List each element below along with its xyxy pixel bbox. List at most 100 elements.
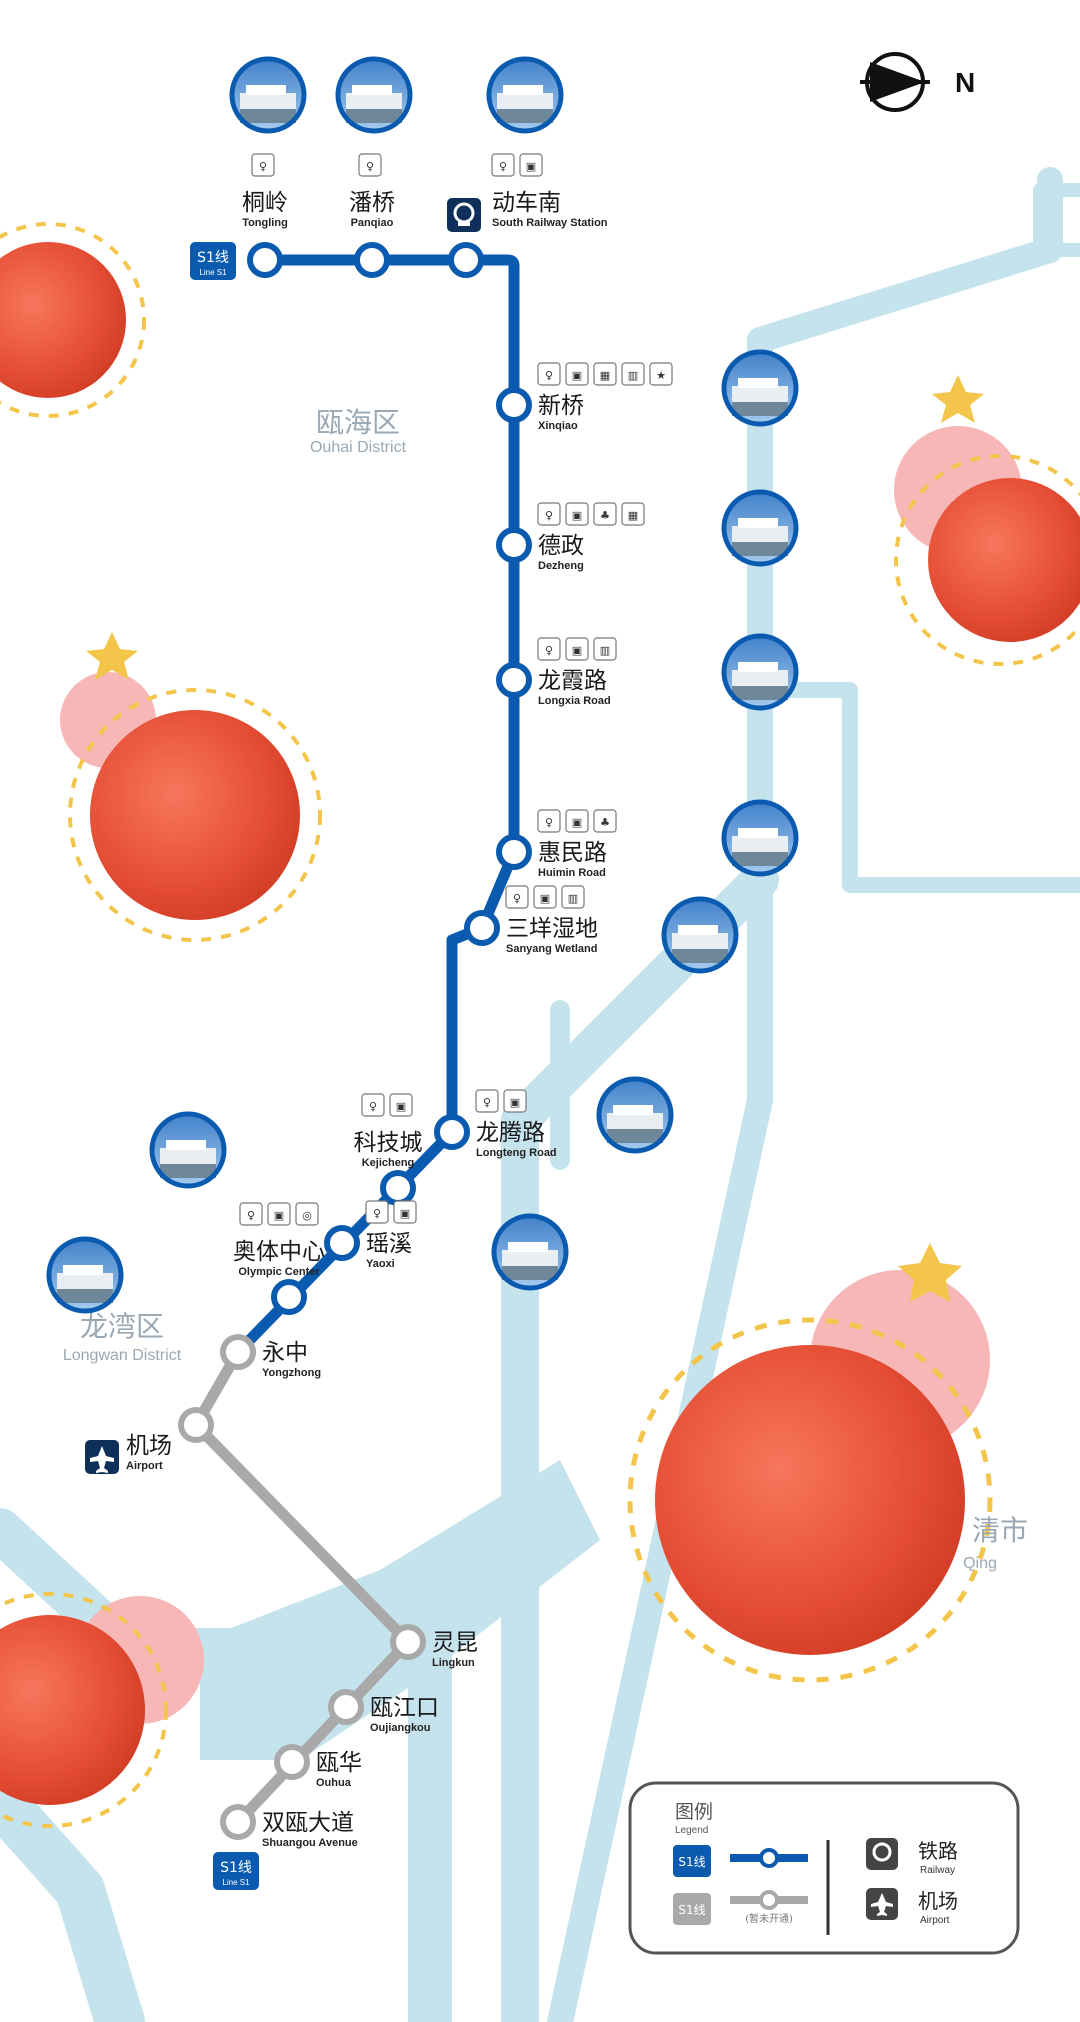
bus-icon: ▣ <box>565 809 589 833</box>
station-marker[interactable] <box>434 1114 470 1150</box>
svg-text:♀: ♀ <box>369 1100 377 1113</box>
district-qing-en: Qing <box>963 1555 997 1572</box>
station-name-zh: 动车南 <box>492 190 561 216</box>
station-name-zh: 龙腾路 <box>476 1120 545 1146</box>
station-name-zh: 潘桥 <box>349 190 395 216</box>
lantern-bottom-left <box>0 1592 204 1828</box>
restroom-icon: ♀ <box>537 502 561 526</box>
station-marker[interactable] <box>178 1407 214 1443</box>
restroom-icon: ♀ <box>251 153 275 177</box>
line-badge-bottom[interactable]: S1线 Line S1 <box>213 1852 259 1890</box>
district-qing-zh: 清市 <box>972 1514 1028 1547</box>
restroom-icon: ♀ <box>475 1089 499 1113</box>
station-marker[interactable] <box>354 242 390 278</box>
legend-title-en: Legend <box>675 1825 708 1836</box>
station-marker[interactable] <box>496 662 532 698</box>
station-name-en: Airport <box>126 1460 163 1472</box>
svg-text:S1线: S1线 <box>678 1855 705 1869</box>
restroom-icon: ♀ <box>361 1093 385 1117</box>
station-marker[interactable] <box>247 242 283 278</box>
station-name-en: South Railway Station <box>492 217 608 229</box>
station-marker[interactable] <box>464 910 500 946</box>
lantern-left-middle <box>60 632 322 942</box>
lantern-top-left <box>0 222 146 418</box>
lantern-right-upper <box>894 375 1080 666</box>
station-marker[interactable] <box>496 527 532 563</box>
line-badge-top[interactable]: S1线 Line S1 <box>190 242 236 280</box>
station-name-zh: 瓯江口 <box>370 1695 439 1721</box>
station-photo[interactable] <box>722 490 798 566</box>
svg-text:▣: ▣ <box>274 1209 284 1222</box>
svg-text:机场: 机场 <box>918 1889 958 1913</box>
svg-text:▣: ▣ <box>572 644 582 657</box>
district-ouhai-en: Ouhai District <box>310 439 407 456</box>
bus-icon: ▣ <box>503 1089 527 1113</box>
station-marker[interactable] <box>324 1225 360 1261</box>
station-marker[interactable] <box>448 242 484 278</box>
svg-text:▦: ▦ <box>628 509 638 522</box>
station-photo[interactable] <box>47 1237 123 1313</box>
svg-text:S1线: S1线 <box>678 1903 705 1917</box>
restroom-icon: ♀ <box>505 885 529 909</box>
station-photo[interactable] <box>722 634 798 710</box>
station-name-zh: 机场 <box>126 1433 172 1459</box>
station-photo[interactable] <box>230 57 306 133</box>
station-marker[interactable] <box>274 1744 310 1780</box>
svg-text:♀: ♀ <box>545 509 553 522</box>
svg-text:▥: ▥ <box>568 892 578 905</box>
station-photo[interactable] <box>662 897 738 973</box>
svg-text:♀: ♀ <box>545 816 553 829</box>
station-name-en: Tongling <box>242 217 288 229</box>
station-marker[interactable] <box>496 387 532 423</box>
station-marker[interactable] <box>496 834 532 870</box>
station-name-en: Sanyang Wetland <box>506 943 597 955</box>
station-name-zh: 瑶溪 <box>366 1231 412 1257</box>
bus-icon: ▣ <box>393 1200 417 1224</box>
bus-icon: ▣ <box>565 637 589 661</box>
station-photo[interactable] <box>722 350 798 426</box>
station-name-zh: 三垟湿地 <box>506 916 598 942</box>
station-marker[interactable] <box>328 1689 364 1725</box>
station-name-en: Lingkun <box>432 1657 475 1669</box>
svg-text:♀: ♀ <box>259 160 267 173</box>
svg-text:♀: ♀ <box>366 160 374 173</box>
svg-text:▣: ▣ <box>510 1096 520 1109</box>
station-photo[interactable] <box>597 1077 673 1153</box>
restroom-icon: ♀ <box>358 153 382 177</box>
station-marker[interactable] <box>390 1624 426 1660</box>
station-marker[interactable] <box>220 1804 256 1840</box>
station-photo[interactable] <box>336 57 412 133</box>
station-marker[interactable] <box>220 1334 256 1370</box>
station-photo[interactable] <box>487 57 563 133</box>
airport-icon <box>85 1440 119 1474</box>
station-name-en: Dezheng <box>538 560 584 572</box>
station-name-zh: 双瓯大道 <box>262 1810 354 1836</box>
bus-icon: ▣ <box>565 502 589 526</box>
station-marker[interactable] <box>271 1279 307 1315</box>
station-marker[interactable] <box>380 1170 416 1206</box>
station-photo[interactable] <box>722 800 798 876</box>
station-photo[interactable] <box>492 1214 568 1290</box>
station-name-en: Xinqiao <box>538 420 578 432</box>
station-photo[interactable] <box>150 1112 226 1188</box>
svg-text:♀: ♀ <box>499 160 507 173</box>
